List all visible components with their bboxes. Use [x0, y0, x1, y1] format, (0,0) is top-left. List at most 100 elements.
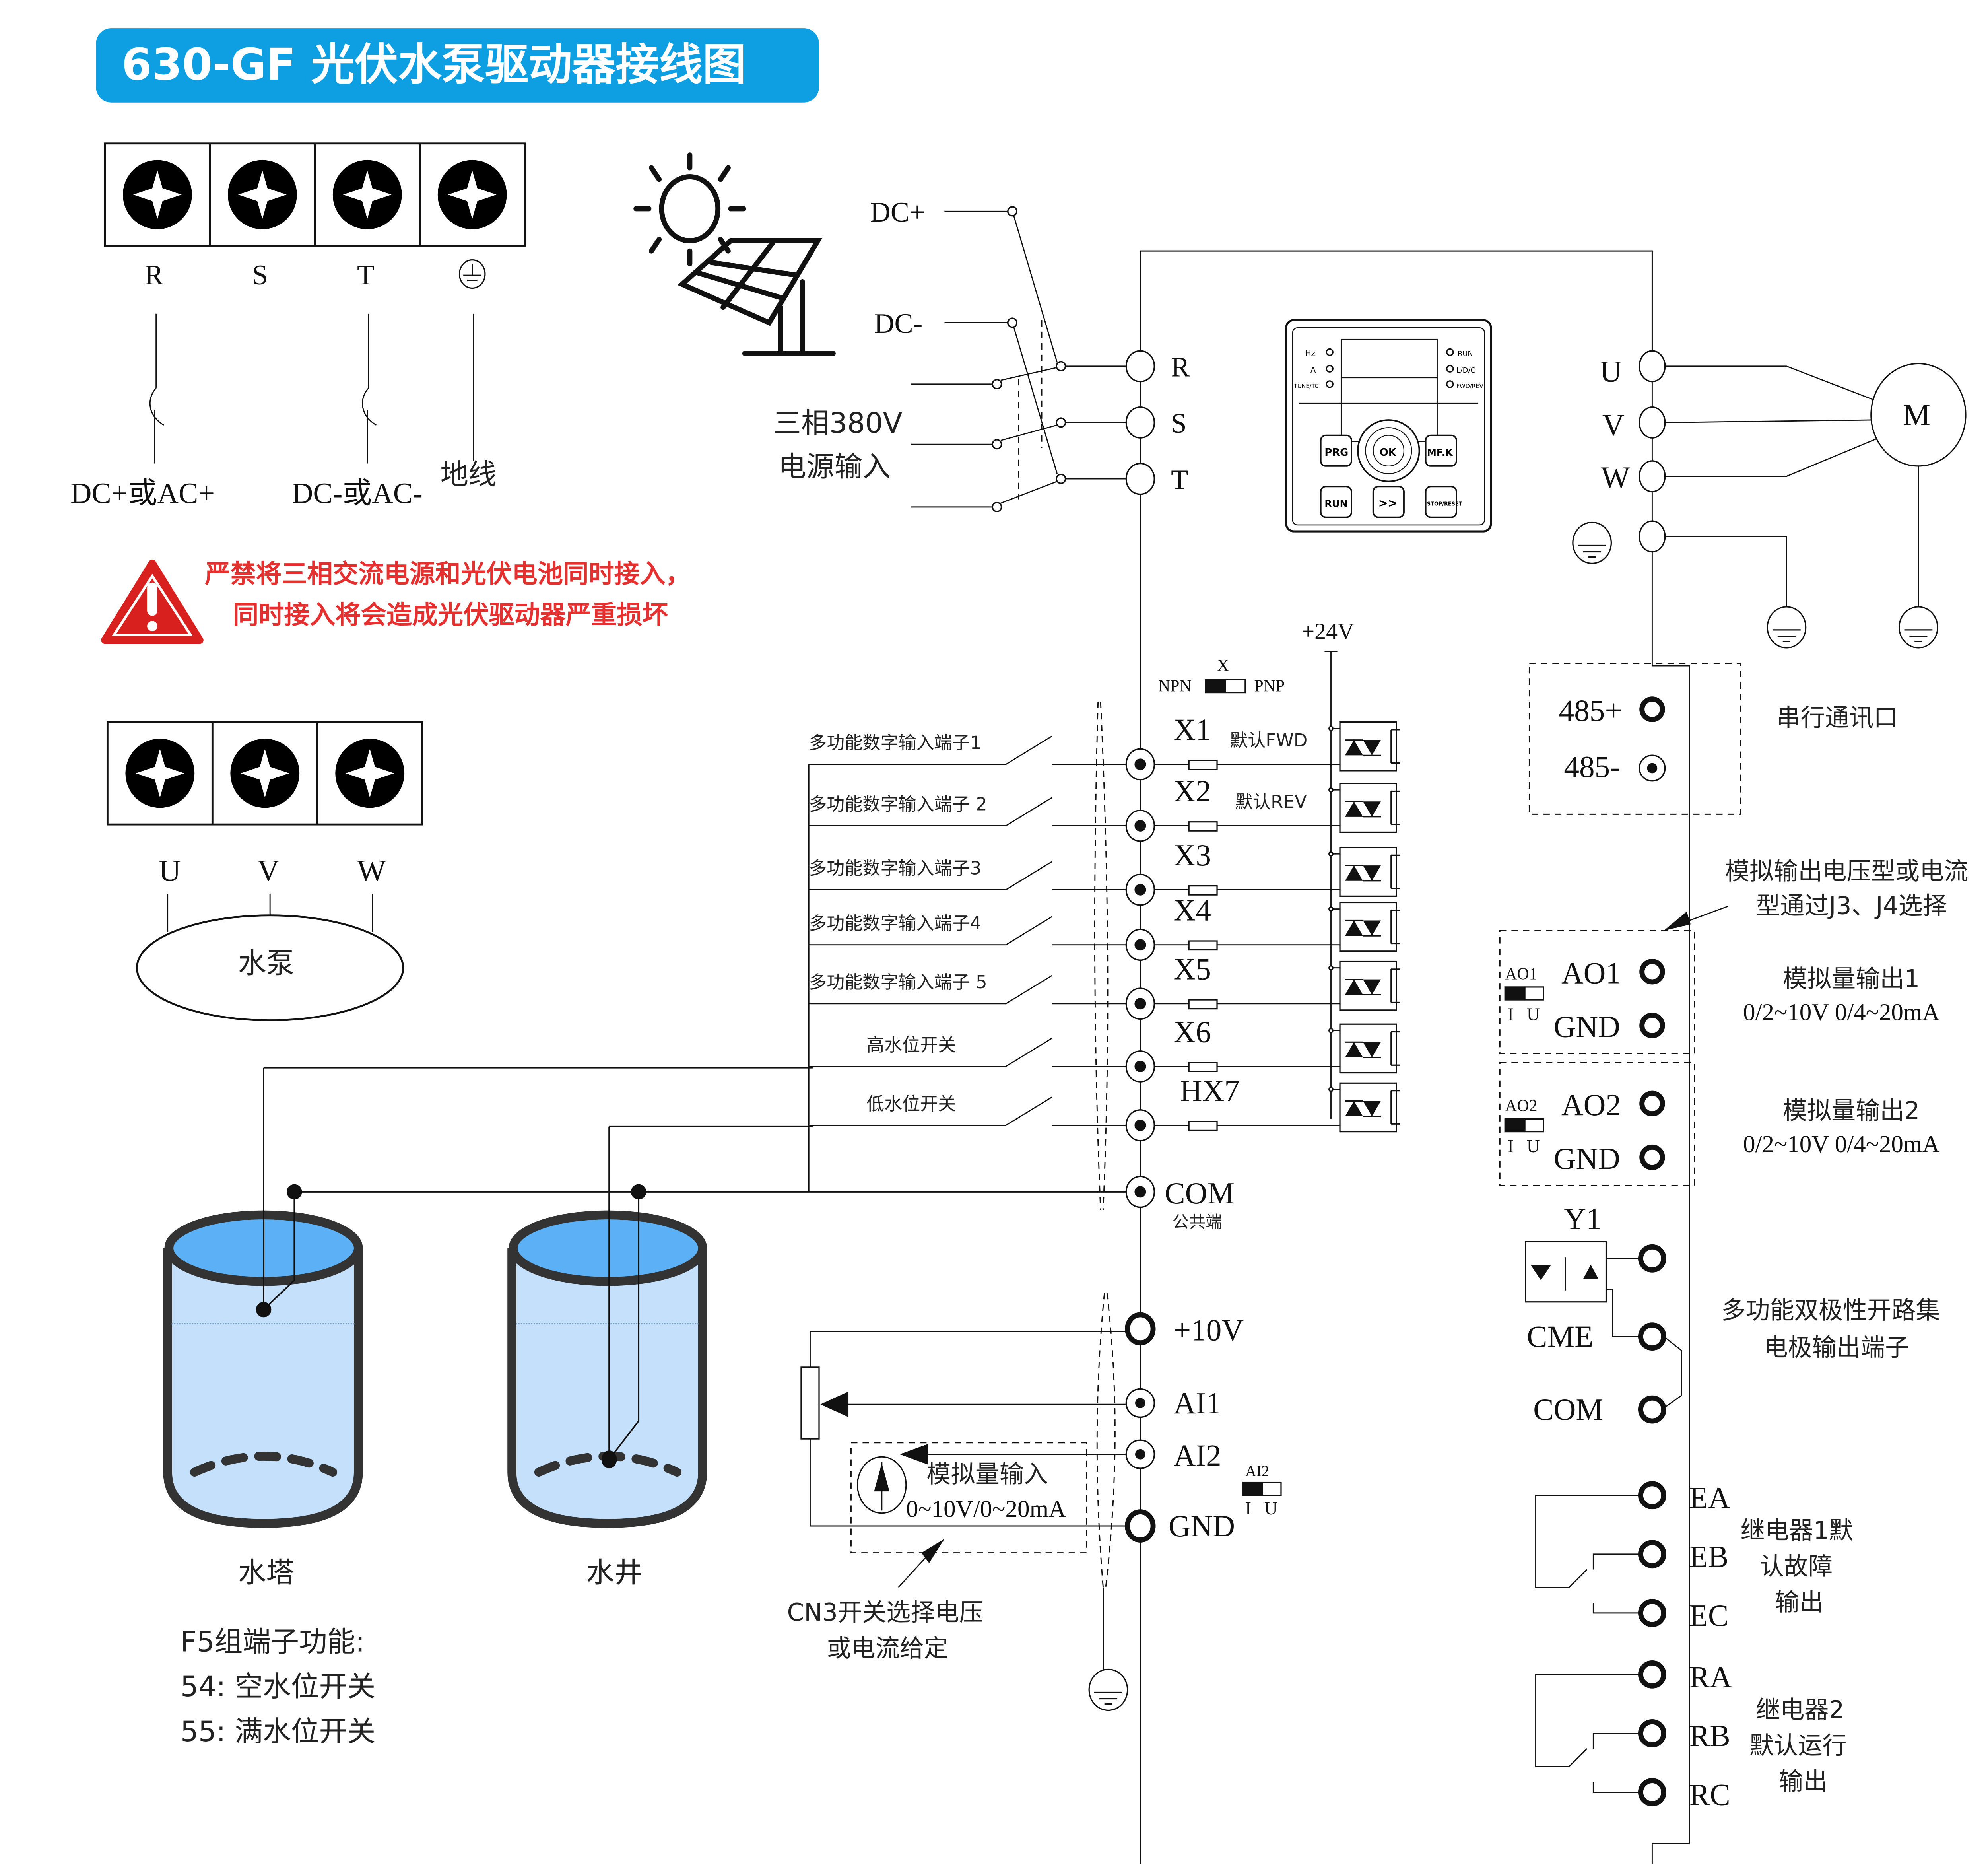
ok-dial-button[interactable]: OK — [1357, 419, 1420, 482]
sun-icon — [633, 152, 746, 266]
ground-icon — [1899, 606, 1938, 649]
relay-desc: 继电器2 — [1756, 1696, 1844, 1724]
digital-input-row: 低水位开关 HX7 — [809, 1073, 1401, 1141]
prg-button[interactable]: PRG — [1320, 434, 1352, 467]
ground-icon — [458, 259, 486, 289]
optocoupler-icon — [1339, 1023, 1401, 1074]
npn-pnp-switch[interactable] — [1205, 679, 1246, 694]
run-button[interactable]: RUN — [1320, 486, 1352, 518]
prg-button-label: PRG — [1324, 447, 1348, 459]
analog-inputs: +10V AI1 AI2 GND 模拟量输入 0~10V/0~20mA AI2 … — [787, 1293, 1282, 1711]
serial-port: 485+ 485- 串行通讯口 — [1528, 663, 1898, 815]
terminal-label-r: R — [1171, 352, 1190, 383]
terminal-relay[interactable] — [1638, 1540, 1666, 1569]
led-label: RUN — [1458, 350, 1473, 358]
warning-icon — [101, 559, 204, 644]
npn-pnp-switch-title: X — [1217, 657, 1229, 675]
digital-input-desc: 低水位开关 — [866, 1093, 956, 1114]
led-indicator — [1326, 380, 1334, 388]
terminal-s[interactable] — [1125, 406, 1155, 439]
led-indicator — [1446, 348, 1454, 356]
optocoupler-icon — [1339, 783, 1401, 833]
led-label: Hz — [1305, 349, 1315, 358]
terminal-pe[interactable] — [1639, 520, 1666, 553]
analog-input-range: 0~10V/0~20mA — [906, 1496, 1066, 1522]
terminal-ao[interactable] — [1639, 1090, 1665, 1116]
ao-terminal-label: AO2 — [1561, 1088, 1621, 1122]
relay-desc: 默认运行 — [1749, 1732, 1847, 1760]
digital-input-terminal-label: X3 — [1174, 838, 1211, 872]
terminal-485-plus[interactable] — [1639, 696, 1665, 722]
level-probe-wires — [256, 1067, 1132, 1469]
mfk-button[interactable]: MF.K — [1425, 434, 1457, 467]
stop-reset-button[interactable]: STOP/RESET — [1425, 486, 1462, 518]
terminal-ao-gnd[interactable] — [1639, 1144, 1665, 1170]
dc-minus-label: DC- — [874, 308, 922, 339]
terminal-gnd[interactable] — [1125, 1509, 1156, 1543]
terminal-ao[interactable] — [1639, 959, 1665, 985]
digital-input-terminal-label: HX7 — [1180, 1073, 1240, 1108]
ao-desc: 模拟量输出2 — [1783, 1096, 1920, 1125]
terminal-v[interactable] — [1639, 406, 1666, 439]
terminal-label-u: U — [159, 853, 181, 888]
digital-input-default: 默认FWD — [1230, 730, 1307, 751]
relay-desc: 认故障 — [1760, 1552, 1833, 1580]
terminal-relay[interactable] — [1638, 1599, 1666, 1627]
terminal-relay[interactable] — [1638, 1778, 1666, 1806]
wire-label-ground: 地线 — [440, 458, 497, 491]
ao-gnd-label: GND — [1554, 1009, 1620, 1044]
run-button-label: RUN — [1324, 498, 1347, 509]
ao-switch-i: I — [1508, 1005, 1514, 1024]
terminal-relay[interactable] — [1638, 1660, 1666, 1689]
drive-enclosure — [1140, 250, 1690, 1864]
terminal-relay[interactable] — [1638, 1481, 1666, 1510]
optocoupler-icon — [1339, 721, 1401, 772]
terminal-r[interactable] — [1125, 350, 1155, 383]
terminal-10v[interactable] — [1125, 1312, 1156, 1346]
motor-terminal-label: W — [1601, 461, 1630, 495]
screw-icon — [125, 739, 195, 808]
terminal-t[interactable] — [1125, 463, 1155, 495]
ao-switch-title: AO1 — [1505, 965, 1537, 984]
led-label: FWD/REV — [1456, 383, 1483, 390]
terminal-y1[interactable] — [1638, 1244, 1666, 1273]
pump-label: 水泵 — [238, 947, 295, 980]
f5-heading: F5组端子功能: — [181, 1625, 365, 1658]
terminal-w[interactable] — [1639, 460, 1666, 493]
wire-label-dc-ac-plus: DC+或AC+ — [70, 477, 215, 510]
shift-button[interactable]: >> — [1372, 486, 1405, 518]
terminal-u[interactable] — [1639, 350, 1666, 383]
ground-icon — [1572, 521, 1612, 564]
f5-function-notes: F5组端子功能: 54: 空水位开关 55: 满水位开关 — [181, 1625, 375, 1747]
cme-label: CME — [1527, 1319, 1593, 1353]
ai2-switch[interactable] — [1242, 1481, 1282, 1496]
terminal-com-y[interactable] — [1638, 1395, 1666, 1424]
optocoupler-icon — [1339, 1082, 1401, 1133]
resistor-icon — [1188, 885, 1218, 896]
ai2-switch-i: I — [1245, 1499, 1251, 1518]
terminal-ao-gnd[interactable] — [1639, 1013, 1665, 1038]
pnp-label: PNP — [1254, 677, 1285, 695]
mfk-button-label: MF.K — [1427, 447, 1453, 458]
warning-notice: 严禁将三相交流电源和光伏电池同时接入， 同时接入将会造成光伏驱动器严重损坏 — [101, 559, 691, 644]
resistor-icon — [1188, 821, 1218, 832]
cn3-note-2: 或电流给定 — [827, 1634, 948, 1662]
ao-range: 0/2~10V 0/4~20mA — [1743, 1131, 1940, 1158]
ao-switch-u: U — [1527, 1136, 1540, 1156]
relay-terminal-label: RB — [1689, 1719, 1730, 1753]
ao-switch[interactable] — [1504, 986, 1544, 1001]
supply-24v-label: +24V — [1301, 618, 1354, 644]
motor-label: M — [1903, 398, 1930, 432]
terminal-cme[interactable] — [1638, 1322, 1666, 1351]
pump-icon — [136, 914, 404, 1022]
terminal-relay[interactable] — [1638, 1719, 1666, 1747]
com-sub-label: 公共端 — [1172, 1212, 1222, 1232]
ao-switch-title: AO2 — [1505, 1097, 1537, 1115]
digital-input-desc: 高水位开关 — [866, 1034, 956, 1055]
resistor-icon — [1188, 999, 1218, 1010]
screw-icon — [230, 739, 300, 808]
ao-switch[interactable] — [1504, 1118, 1544, 1133]
